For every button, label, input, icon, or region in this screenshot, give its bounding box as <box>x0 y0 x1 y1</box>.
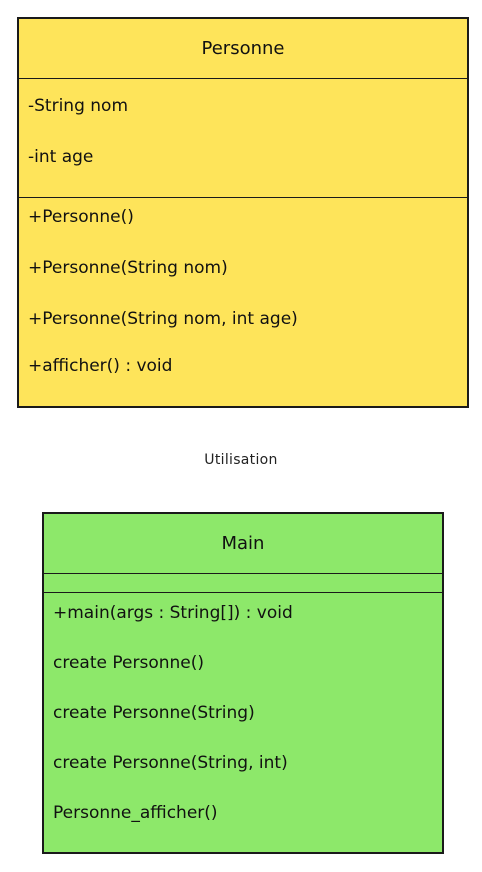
method-create-personne-default: create Personne() <box>53 653 204 673</box>
class-personne: Personne -String nom -int age +Personne(… <box>17 17 469 408</box>
method-personne-nom-age: +Personne(String nom, int age) <box>28 309 298 329</box>
attribute-age: -int age <box>28 147 94 167</box>
method-personne-afficher-call: Personne_afficher() <box>53 803 218 823</box>
class-main: Main +main(args : String[]) : void creat… <box>42 512 444 854</box>
class-personne-name: Personne <box>19 19 467 79</box>
method-create-personne-string-int: create Personne(String, int) <box>53 753 288 773</box>
relation-label: Utilisation <box>204 452 278 468</box>
attribute-nom: -String nom <box>28 96 129 116</box>
class-main-name: Main <box>44 514 442 574</box>
class-main-methods: +main(args : String[]) : void create Per… <box>44 593 442 852</box>
method-personne-nom: +Personne(String nom) <box>28 258 228 278</box>
method-personne-default: +Personne() <box>28 207 134 227</box>
method-main: +main(args : String[]) : void <box>53 603 293 623</box>
class-personne-attributes: -String nom -int age <box>19 79 467 198</box>
class-main-attributes <box>44 574 442 593</box>
method-afficher: +afficher() : void <box>28 356 173 376</box>
method-create-personne-string: create Personne(String) <box>53 703 255 723</box>
class-personne-methods: +Personne() +Personne(String nom) +Perso… <box>19 198 467 406</box>
